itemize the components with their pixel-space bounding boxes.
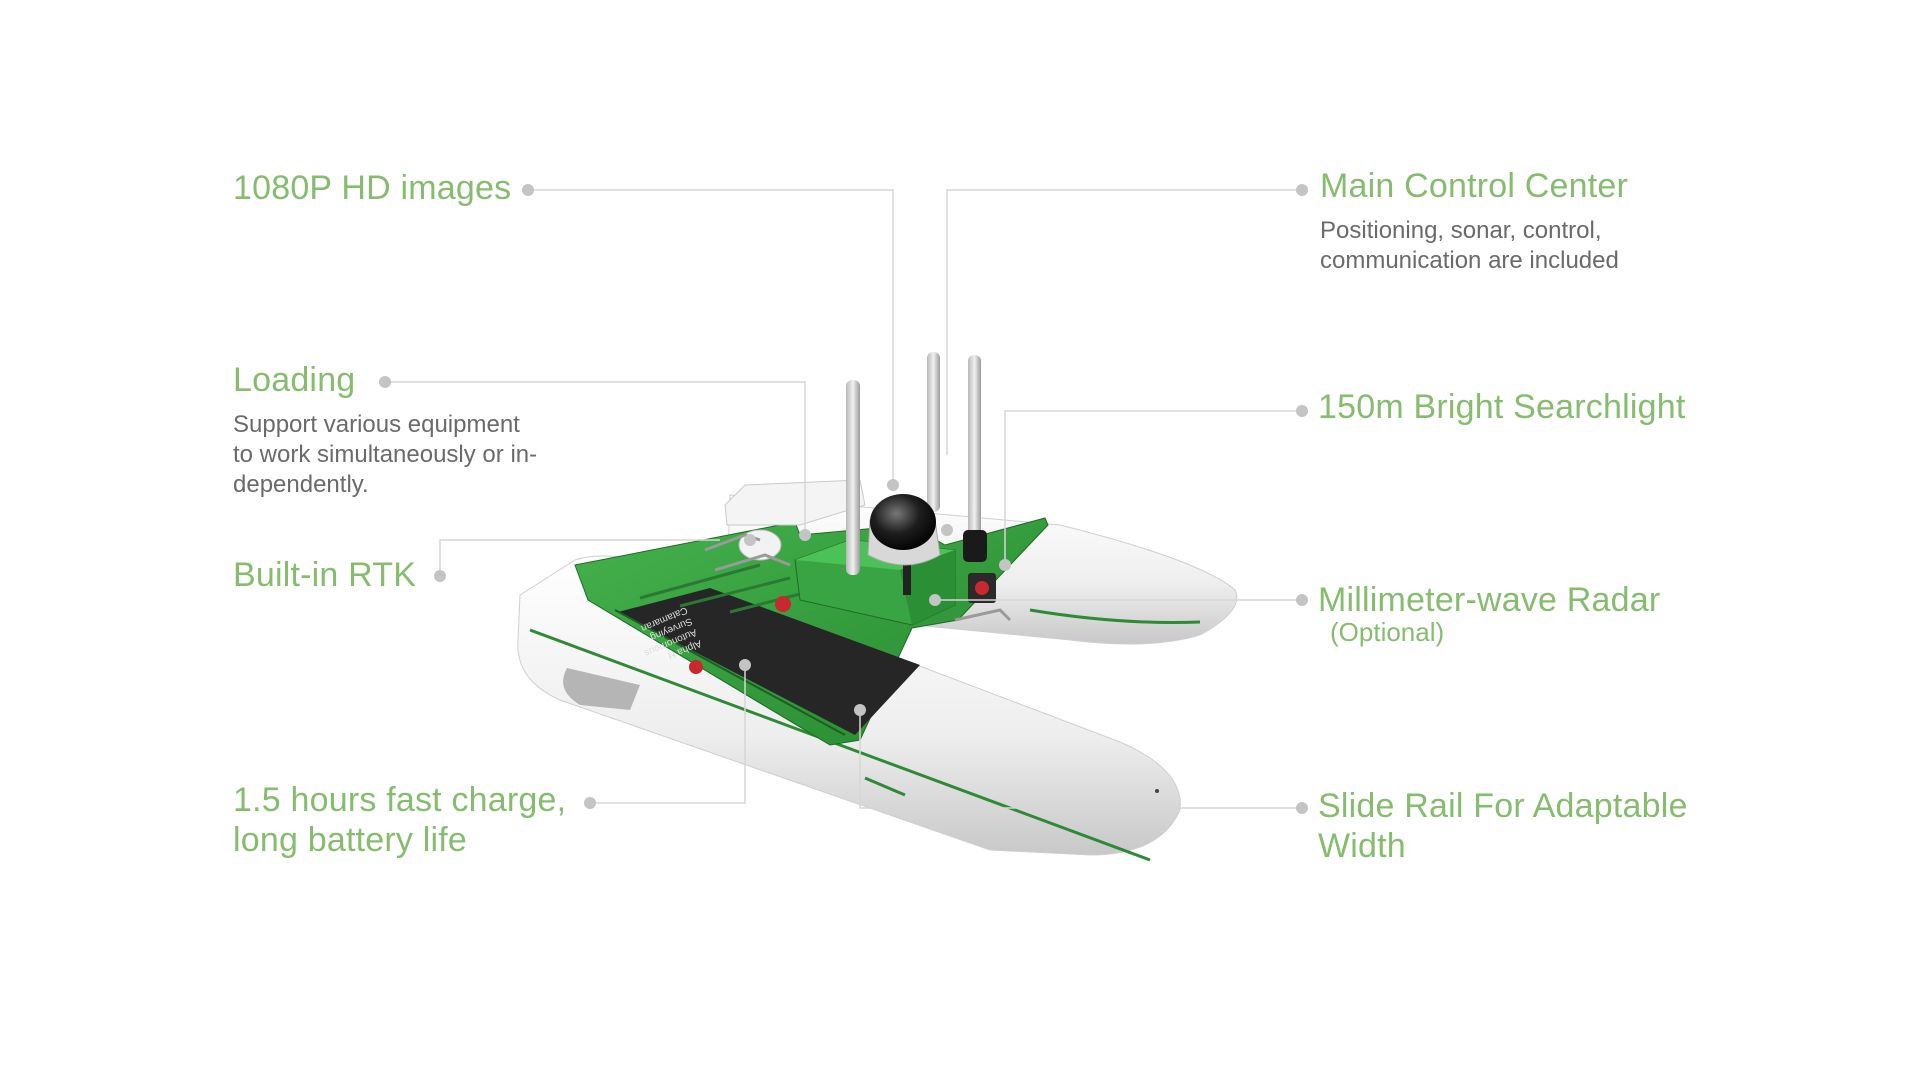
knob-2 <box>689 660 703 674</box>
front-hull <box>517 555 1181 862</box>
feature-loading-desc-line-3: dependently. <box>233 471 369 498</box>
feature-radar-note: (Optional) <box>1330 617 1445 647</box>
knob-1 <box>775 596 791 612</box>
searchlight-radar <box>963 530 996 603</box>
feature-loading-title: Loading <box>233 361 356 399</box>
feature-loading-desc-line-2: to work simultaneously or in- <box>233 441 538 468</box>
camera-dome <box>867 494 941 566</box>
handles <box>704 533 1012 622</box>
feature-searchlight-title: 150m Bright Searchlight <box>1318 388 1686 426</box>
green-deck: Alpha H Autonomous Surveying Catamaran <box>574 517 1049 746</box>
feature-battery-title-line-2: long battery life <box>233 821 467 859</box>
main-control-box <box>794 539 956 626</box>
equipment-box <box>724 479 866 526</box>
feature-hd-images-title: 1080P HD images <box>233 169 512 207</box>
feature-battery-title: 1.5 hours fast charge, long battery life <box>233 780 566 860</box>
feature-slide-rail-title-line-2: Width <box>1318 827 1406 865</box>
feature-slide-rail-title-line-1: Slide Rail For Adaptable <box>1318 787 1688 825</box>
feature-battery-title-line-1: 1.5 hours fast charge, <box>233 781 567 819</box>
feature-main-control-desc-line-1: Positioning, sonar, control, <box>1320 217 1602 244</box>
antennas <box>846 352 981 595</box>
feature-loading-desc: Support various equipment to work simult… <box>233 410 537 500</box>
feature-rtk-title: Built-in RTK <box>233 556 417 594</box>
feature-radar-title: Millimeter-wave Radar <box>1318 581 1661 619</box>
feature-loading-desc-line-1: Support various equipment <box>233 411 520 438</box>
rtk-dome <box>738 529 782 561</box>
deck-text-1: Alpha H <box>666 637 703 661</box>
feature-main-control-desc-line-2: communication are included <box>1320 247 1619 274</box>
feature-main-control-title: Main Control Center <box>1320 167 1629 205</box>
deck-text-3: Surveying <box>649 615 694 643</box>
feature-main-control-desc: Positioning, sonar, control, communicati… <box>1320 216 1619 276</box>
svg-text:Alpha H Autonomous: Alpha H Autonomous Surveying Catamaran <box>631 604 704 670</box>
deck-text-2: Autonomous <box>642 626 698 658</box>
rear-hull <box>727 494 1238 645</box>
deck-text-4: Catamaran <box>639 604 689 633</box>
feature-slide-rail-title: Slide Rail For Adaptable Width <box>1318 786 1688 866</box>
